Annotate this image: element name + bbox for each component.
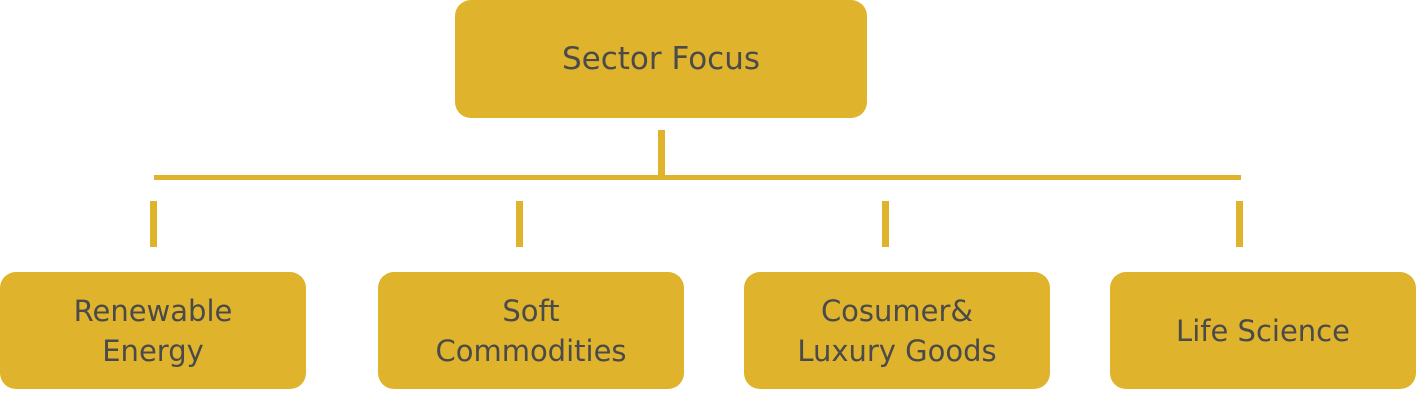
child-node-label: Soft Commodities [435,293,627,368]
child-node-label: Cosumer& Luxury Goods [797,293,997,368]
child-node-life-science: Life Science [1110,272,1416,389]
child-connector-1 [150,201,157,247]
horizontal-connector-bar [154,175,1241,180]
child-node-consumer-luxury-goods: Cosumer& Luxury Goods [744,272,1050,389]
root-connector-stem [658,130,665,176]
child-connector-3 [882,201,889,247]
root-node-sector-focus: Sector Focus [455,0,867,118]
child-connector-4 [1236,201,1243,247]
root-node-label: Sector Focus [561,41,761,77]
child-connector-2 [516,201,523,247]
child-node-renewable-energy: Renewable Energy [0,272,306,389]
child-node-soft-commodities: Soft Commodities [378,272,684,389]
child-node-label: Life Science [1176,313,1350,348]
child-node-label: Renewable Energy [73,293,233,368]
